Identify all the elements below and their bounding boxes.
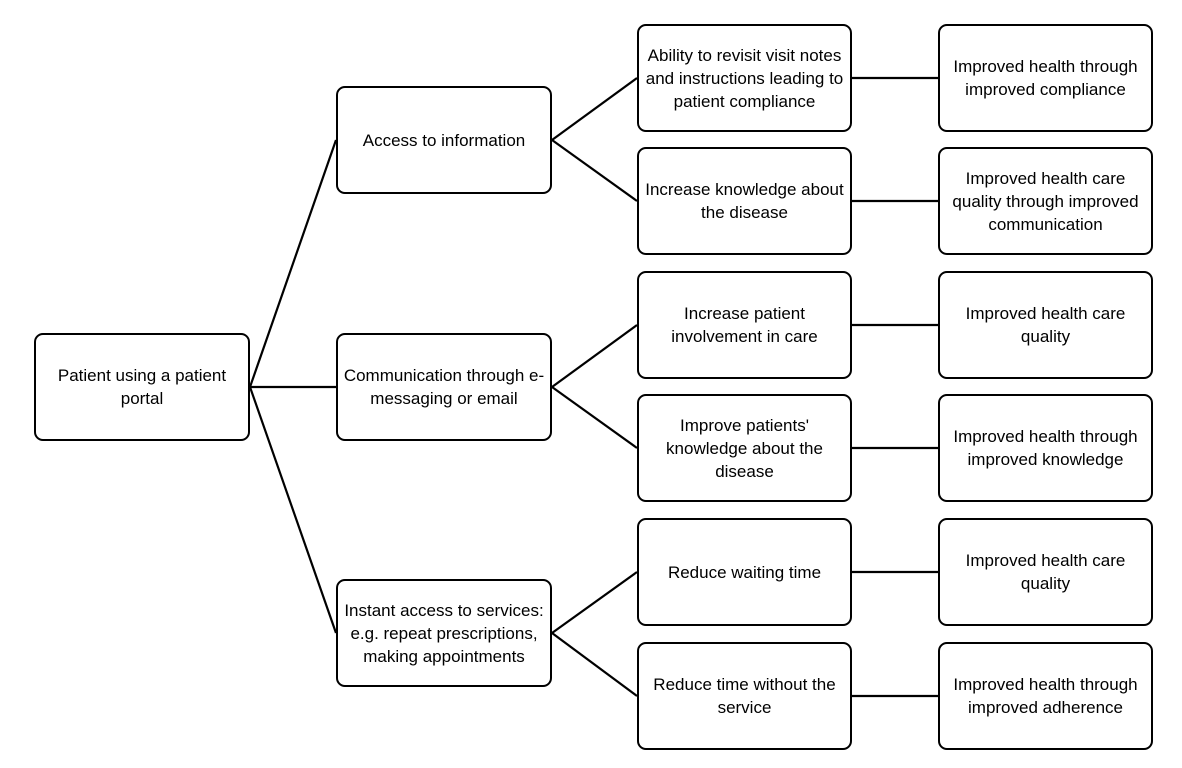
connector-branch-2-mech-2 xyxy=(551,386,638,449)
outcome-node: Improved health care quality xyxy=(938,518,1153,626)
outcome-node-label: Improved health care quality xyxy=(965,551,1126,593)
branch-node-label: Access to information xyxy=(362,130,526,150)
root-node: Patient using a patient portal xyxy=(34,333,250,441)
connector-branch-1-mech-2 xyxy=(551,139,638,202)
mechanism-node-label: Increase knowledge about the disease xyxy=(645,180,844,222)
connector-branch-3-mech-2 xyxy=(551,632,638,697)
outcome-node-label: Improved health through improved complia… xyxy=(953,57,1138,99)
mechanism-node: Reduce time without the service xyxy=(637,642,852,750)
connector-root-branch-3 xyxy=(248,386,338,634)
mechanism-node-label: Improve patients' knowledge about the di… xyxy=(666,415,823,481)
outcome-node: Improved health through improved adheren… xyxy=(938,642,1153,750)
outcome-node-label: Improved health care quality xyxy=(965,304,1126,346)
outcome-node-label: Improved health through improved knowled… xyxy=(953,427,1138,469)
mechanism-node: Increase knowledge about the disease xyxy=(637,147,852,255)
connector-branch-1-mech-1 xyxy=(551,77,638,141)
mechanism-node-label: Increase patient involvement in care xyxy=(671,304,818,346)
connector-branch-3-mech-1 xyxy=(551,571,638,634)
root-node-label: Patient using a patient portal xyxy=(57,366,227,408)
mechanism-node: Ability to revisit visit notes and instr… xyxy=(637,24,852,132)
outcome-node-label: Improved health through improved adheren… xyxy=(953,675,1138,717)
mechanism-node-label: Reduce time without the service xyxy=(653,675,836,717)
outcome-node: Improved health through improved complia… xyxy=(938,24,1153,132)
outcome-node: Improved health care quality through imp… xyxy=(938,147,1153,255)
connector-branch-2-mech-1 xyxy=(551,324,638,388)
branch-node-communication: Communication through e-messaging or ema… xyxy=(336,333,552,441)
branch-node-label: Instant access to services: e.g. repeat … xyxy=(344,600,544,666)
mechanism-node: Improve patients' knowledge about the di… xyxy=(637,394,852,502)
mechanism-node-label: Ability to revisit visit notes and instr… xyxy=(645,45,844,111)
outcome-node-label: Improved health care quality through imp… xyxy=(952,168,1139,234)
mechanism-node-label: Reduce waiting time xyxy=(667,562,822,582)
branch-node-instant-access: Instant access to services: e.g. repeat … xyxy=(336,579,552,687)
mechanism-node: Reduce waiting time xyxy=(637,518,852,626)
branch-node-label: Communication through e-messaging or ema… xyxy=(343,366,545,408)
outcome-node: Improved health care quality xyxy=(938,271,1153,379)
outcome-node: Improved health through improved knowled… xyxy=(938,394,1153,502)
connector-root-branch-1 xyxy=(248,139,338,388)
mechanism-node: Increase patient involvement in care xyxy=(637,271,852,379)
branch-node-access-to-information: Access to information xyxy=(336,86,552,194)
